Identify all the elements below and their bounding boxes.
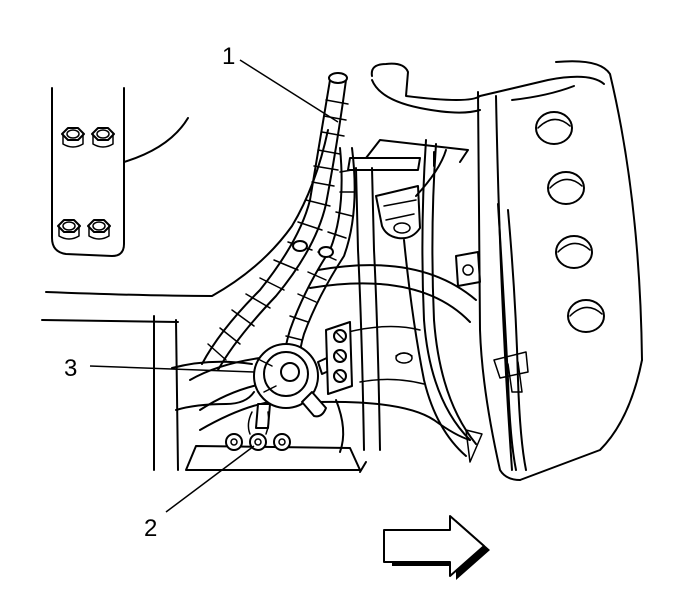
leader-line-3 xyxy=(89,365,255,373)
bolt-icon xyxy=(57,219,81,240)
fender-panel xyxy=(370,60,643,481)
bolt-icon xyxy=(91,127,115,148)
access-hole xyxy=(535,111,573,145)
heater-valve xyxy=(171,343,345,429)
access-hole xyxy=(567,299,605,333)
bolt-icon xyxy=(87,219,111,240)
ground-bracket xyxy=(325,321,353,395)
access-hole xyxy=(547,171,585,205)
arrow-right-icon xyxy=(383,515,490,580)
leader-line-2 xyxy=(165,445,255,513)
bolt-icon xyxy=(61,127,85,148)
leader-lines xyxy=(89,59,339,513)
callout-3-label: 3 xyxy=(64,355,77,382)
leader-line-1 xyxy=(239,59,339,123)
hose-fittings xyxy=(225,411,291,451)
cables xyxy=(403,139,529,471)
bolt-plate xyxy=(51,87,189,257)
center-pillar xyxy=(347,139,469,451)
callout-2-label: 2 xyxy=(144,515,157,542)
access-hole xyxy=(555,235,593,269)
bracket-nut xyxy=(455,251,481,287)
callout-1-label: 1 xyxy=(222,43,235,70)
wire-clip xyxy=(375,149,447,240)
